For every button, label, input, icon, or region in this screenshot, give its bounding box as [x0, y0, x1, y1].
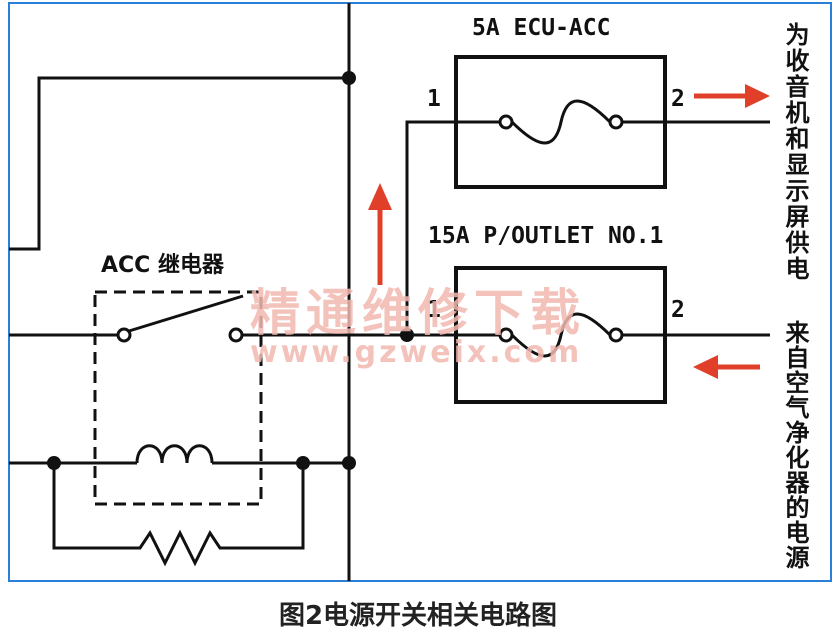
- relay-switch-arm: [128, 294, 244, 333]
- arrow-up-icon: [368, 183, 392, 285]
- diagram-frame: [8, 2, 832, 582]
- fuse-top-terminal-right: [608, 114, 624, 130]
- fuse-bottom-element: [510, 312, 612, 358]
- relay-name: ACC 继电器: [101, 252, 225, 278]
- arrow-right-icon: [694, 84, 770, 108]
- fuse-top-name: 5A ECU-ACC: [472, 15, 610, 41]
- fuse-bottom-terminal-right: [608, 327, 624, 343]
- fuse-bottom-pin1: 1: [427, 297, 441, 323]
- fuse-top-pin1: 1: [427, 86, 441, 112]
- resistor-wire: [52, 463, 305, 567]
- fuse-feed-wire: [405, 120, 456, 335]
- fuse-bottom-pin2: 2: [671, 297, 685, 323]
- fuse-bottom-name: 15A P/OUTLET NO.1: [428, 223, 663, 249]
- watermark-url: www.gzweix.com: [250, 335, 582, 370]
- relay-contact-left: [116, 327, 132, 343]
- right-bottom-note: 来自空气净化器的电源: [781, 319, 810, 570]
- relay-box: [93, 290, 263, 506]
- left-top-wire: [9, 76, 349, 251]
- fuse-top-element: [510, 99, 612, 145]
- fuse-top-pin2: 2: [671, 86, 685, 112]
- figure-caption: 图2电源开关相关电路图: [279, 600, 557, 631]
- relay-coil: [135, 444, 214, 464]
- watermark-title: 精通维修下载: [250, 284, 586, 342]
- junction-dot-coil-bus: [342, 456, 356, 470]
- junction-dot-top: [342, 71, 356, 85]
- right-top-note: 为收音机和显示屏供电: [781, 22, 810, 282]
- fuse-top-terminal-left: [498, 114, 514, 130]
- arrow-left-icon: [693, 355, 760, 379]
- relay-contact-right: [228, 327, 244, 343]
